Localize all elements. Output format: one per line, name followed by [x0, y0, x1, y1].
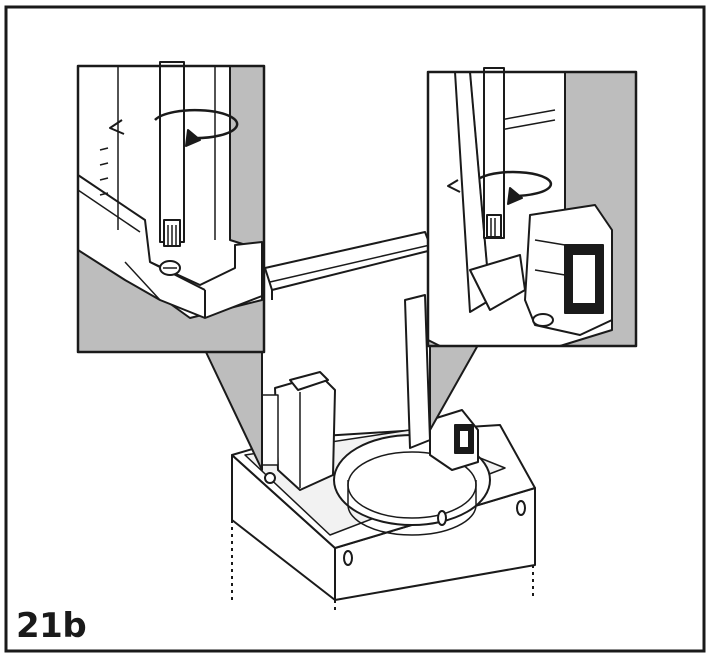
figure-label: 21b — [16, 606, 87, 646]
rotate-arrow-icon — [479, 170, 553, 198]
left-screwdriver — [159, 61, 185, 243]
right-post — [404, 294, 431, 449]
left-bracket — [274, 374, 336, 491]
hood-body — [231, 231, 536, 610]
left-detail-callout — [76, 61, 266, 471]
rotate-arrow-icon — [154, 108, 239, 140]
right-detail-callout — [426, 67, 638, 431]
right-screwdriver — [483, 67, 505, 239]
